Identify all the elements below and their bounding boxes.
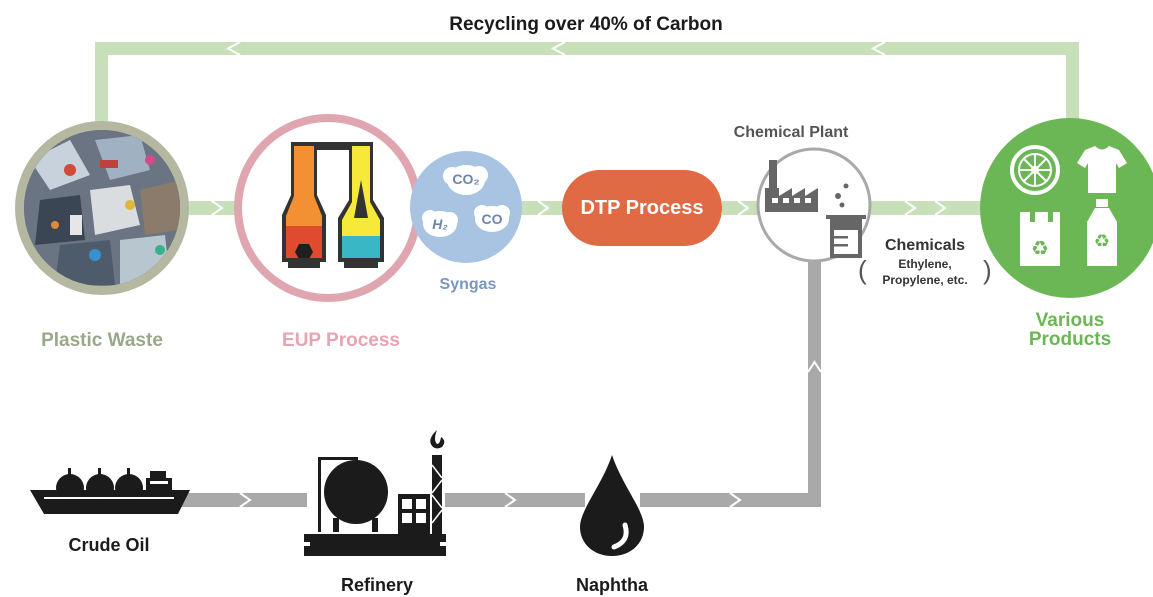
- syngas-label: Syngas: [439, 276, 497, 293]
- recycle-loop-arrow: [95, 41, 1079, 152]
- fossil-flow-arrow: [180, 255, 822, 508]
- various-products-circle: ♻ ♻: [980, 118, 1153, 298]
- co-label: CO: [481, 211, 503, 227]
- plastic-waste-photo: [15, 121, 189, 295]
- chemical-plant-label: Chemical Plant: [733, 124, 849, 141]
- diagram-title: Recycling over 40% of Carbon: [449, 14, 723, 35]
- chemicals-bracket-right: ): [983, 255, 992, 285]
- process-flow-arrows: [180, 200, 987, 216]
- chemicals-detail-line2: Propylene, etc.: [882, 273, 968, 287]
- oil-drop-icon: [580, 455, 644, 556]
- tanker-ship-icon: [30, 468, 190, 514]
- dtp-process-pill: [562, 170, 722, 246]
- svg-text:♻: ♻: [1031, 236, 1049, 260]
- co2-molecule-cloud: [443, 165, 488, 195]
- crude-oil-label: Crude Oil: [68, 535, 150, 555]
- dtp-process-label: DTP Process: [580, 197, 704, 219]
- refinery-label: Refinery: [340, 575, 414, 595]
- tire-icon: [1010, 145, 1060, 195]
- naphtha-label: Naphtha: [576, 575, 648, 595]
- recycle-bottle-icon: ♻: [1087, 199, 1117, 266]
- refinery-icon: [304, 430, 446, 556]
- chemicals-detail-line1: Ethylene,: [898, 257, 952, 271]
- gasifier-furnace-icon: [282, 142, 384, 268]
- chemicals-bracket-left: (: [858, 255, 867, 285]
- syngas-circle: [410, 151, 522, 263]
- svg-text:♻: ♻: [1094, 231, 1110, 252]
- eup-process-label: EUP Process: [282, 330, 400, 351]
- h2-label: H₂: [432, 216, 448, 232]
- co-molecule-cloud: [474, 205, 510, 232]
- various-products-label-line1: Various: [1035, 310, 1105, 331]
- plastic-waste-label: Plastic Waste: [41, 330, 163, 351]
- h2-molecule-cloud: [422, 210, 458, 237]
- recycle-bag-icon: ♻: [1020, 212, 1060, 266]
- co2-label: CO₂: [452, 171, 480, 187]
- shirt-icon: [1077, 146, 1127, 193]
- factory-beaker-icon: [756, 147, 872, 263]
- various-products-label-line2: Products: [1028, 329, 1112, 350]
- chemicals-label: Chemicals: [884, 237, 966, 254]
